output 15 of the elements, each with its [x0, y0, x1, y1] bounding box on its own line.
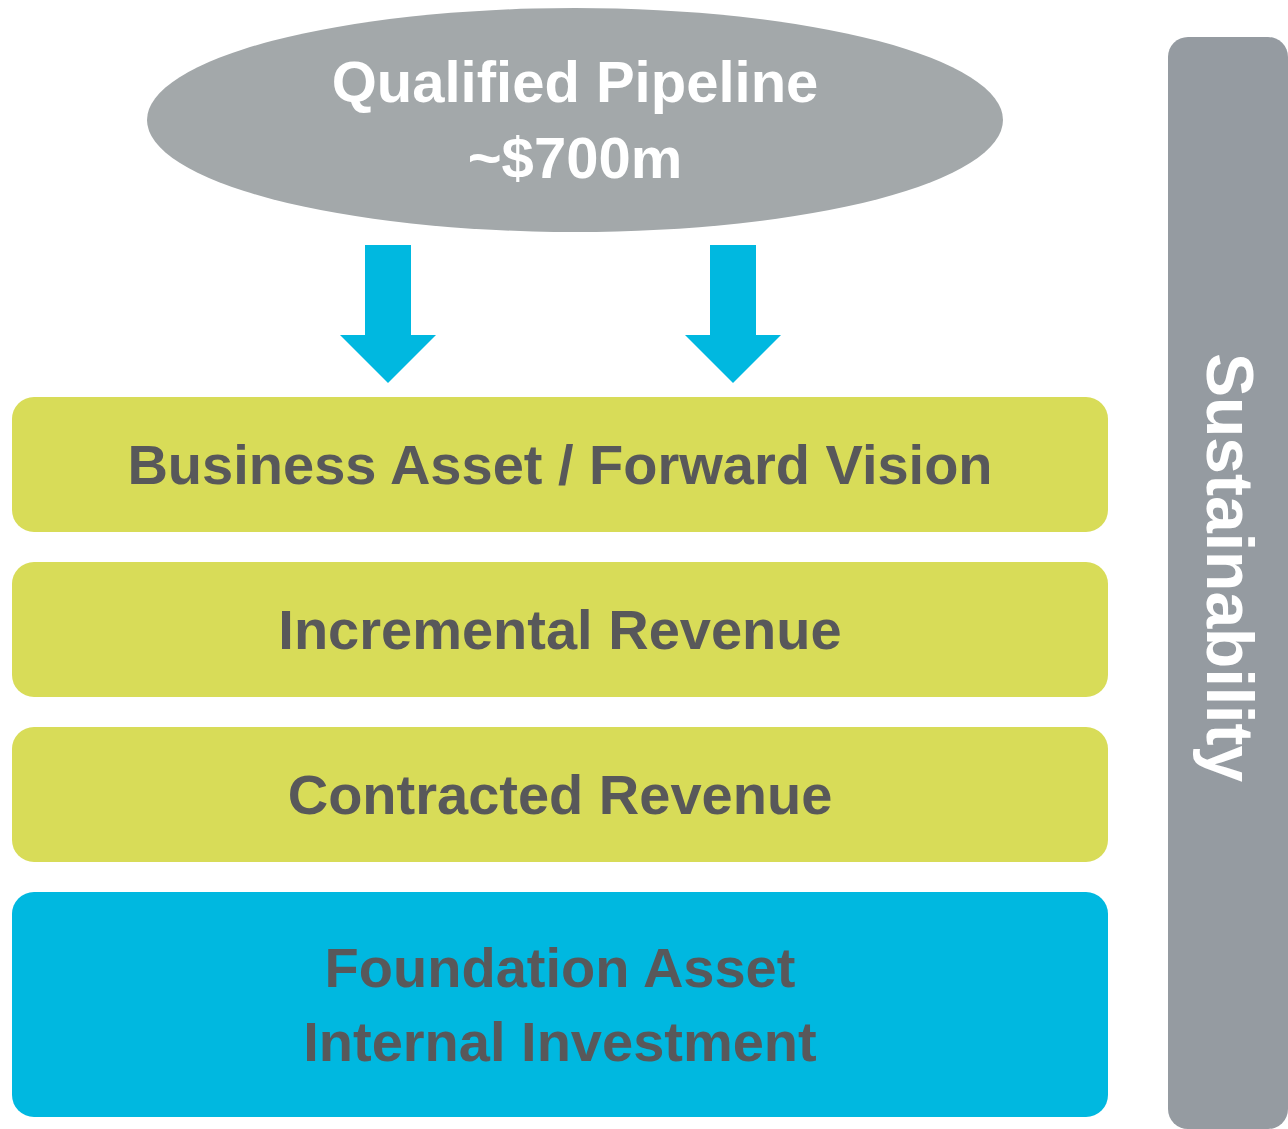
tier-band	[12, 397, 1108, 532]
tier-label: Business Asset / Forward Vision	[127, 431, 993, 498]
tier-label: Incremental Revenue	[278, 596, 842, 663]
ellipse-label: ~$700m	[467, 124, 683, 192]
tier-label: Foundation Asset	[324, 934, 796, 1001]
tier-band	[12, 562, 1108, 697]
tier-band	[12, 892, 1108, 1117]
tier-band	[12, 727, 1108, 862]
block-arrow	[685, 245, 781, 383]
tier-label: Internal Investment	[303, 1008, 817, 1075]
side-bar-label: Sustainability	[1192, 353, 1268, 783]
side-bar	[1168, 37, 1288, 1129]
tier-label: Contracted Revenue	[287, 761, 833, 828]
block-arrow	[340, 245, 436, 383]
ellipse-label: Qualified Pipeline	[331, 48, 819, 116]
